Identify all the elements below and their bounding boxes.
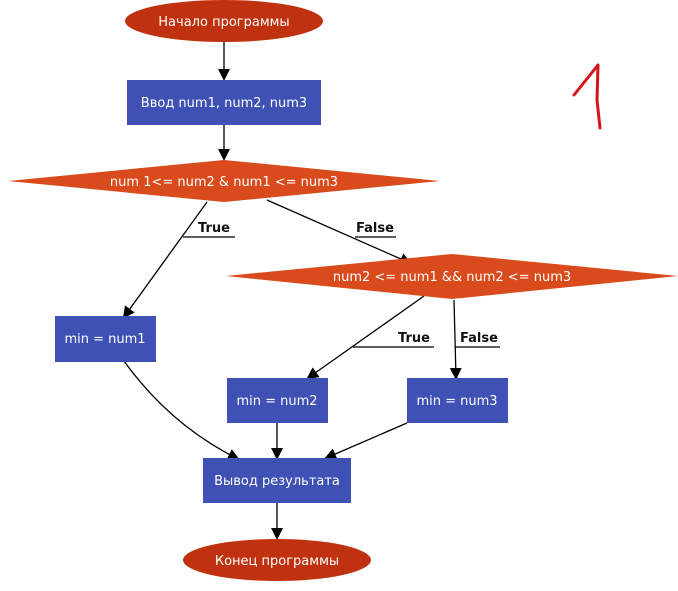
input-label: Ввод num1, num2, num3 (141, 96, 307, 111)
edge-cond2-true (306, 295, 425, 380)
edges (122, 42, 462, 540)
min3-node: min = num3 (407, 378, 508, 423)
input-box (127, 80, 321, 125)
min1-box (55, 316, 156, 362)
end-node: Конец программы (183, 539, 371, 581)
min1-node: min = num1 (55, 316, 156, 362)
handwritten-number-annotation (572, 63, 602, 130)
edge-min1-output (123, 360, 240, 460)
start-node: Начало программы (125, 0, 323, 42)
decision-1-diamond (8, 160, 440, 202)
start-ellipse (125, 0, 323, 42)
edge-cond2-false (449, 299, 462, 380)
edge-cond1-true (122, 201, 208, 319)
label-cond1-false: False (356, 221, 394, 236)
handwritten-one-stroke (572, 63, 602, 130)
label-cond2-true: True (398, 331, 430, 346)
min1-label: min = num1 (64, 332, 145, 347)
start-label: Начало программы (158, 15, 289, 30)
min3-label: min = num3 (416, 394, 497, 409)
decision-2-node: num2 <= num1 && num2 <= num3 (226, 254, 678, 299)
decision-2-diamond (226, 254, 678, 299)
edge-cond1-false (266, 199, 412, 265)
end-ellipse (183, 539, 371, 581)
decision-1-label: num 1<= num2 & num1 <= num3 (110, 175, 338, 190)
edge-labels: True False True False (183, 221, 500, 348)
label-cond1-true: True (198, 221, 230, 236)
min2-label: min = num2 (236, 394, 317, 409)
decision-1-node: num 1<= num2 & num1 <= num3 (8, 160, 440, 202)
decision-2-label: num2 <= num1 && num2 <= num3 (333, 270, 571, 285)
edge-min3-output (324, 422, 408, 460)
label-cond2-false: False (460, 331, 498, 346)
min2-box (227, 378, 328, 423)
output-box (203, 458, 351, 503)
input-node: Ввод num1, num2, num3 (127, 80, 321, 125)
output-label: Вывод результата (214, 474, 340, 489)
min3-box (407, 378, 508, 423)
output-node: Вывод результата (203, 458, 351, 503)
min2-node: min = num2 (227, 378, 328, 423)
end-label: Конец программы (215, 554, 339, 569)
